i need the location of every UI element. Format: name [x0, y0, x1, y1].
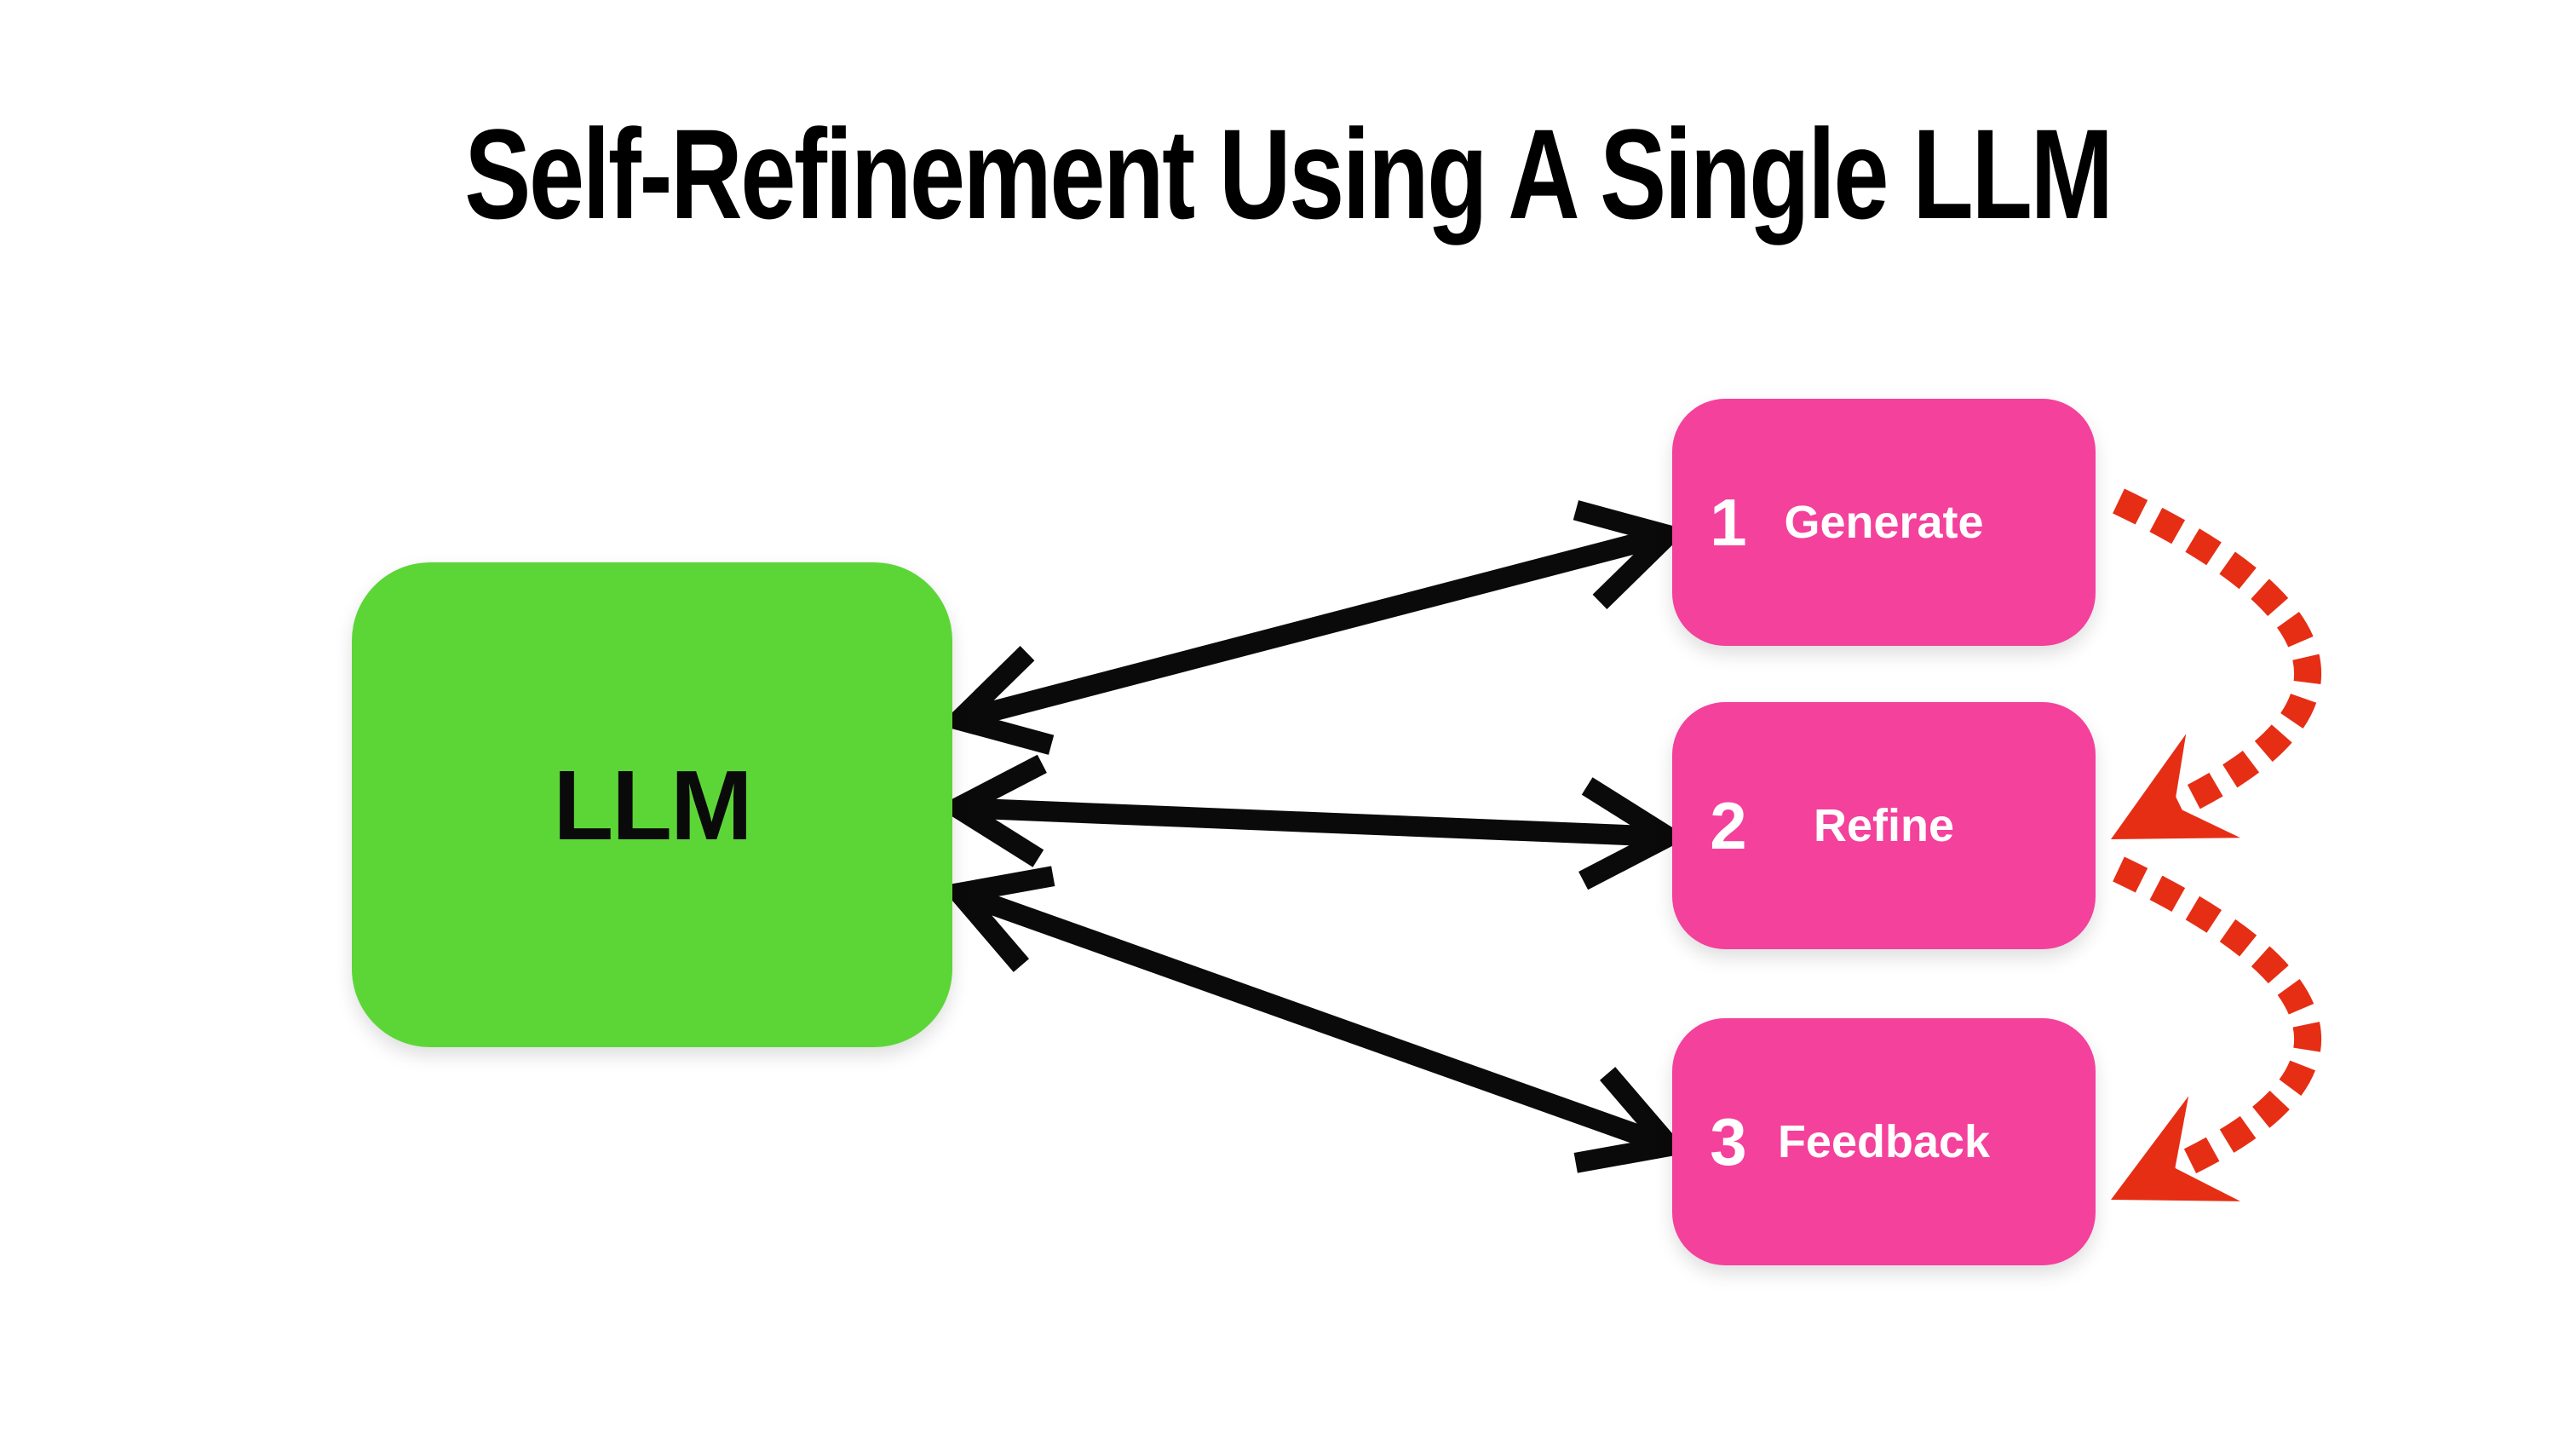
diagram-title: Self-Refinement Using A Single LLM — [464, 102, 2113, 245]
arrowhead-right — [1578, 777, 1689, 890]
llm-node: LLM — [352, 562, 952, 1047]
arrowhead-right — [1573, 1067, 1689, 1173]
black-double-arrow-llm-generate — [939, 500, 1688, 755]
step-number-1: 1 — [1710, 484, 1747, 560]
red-arrowhead — [2111, 1096, 2240, 1201]
arrowhead-left — [939, 646, 1055, 755]
dotted-curve — [2113, 856, 2321, 1184]
arrowhead-right — [1573, 500, 1688, 609]
arrow-shaft — [955, 883, 1674, 1156]
arrow-shaft — [956, 525, 1671, 730]
arrow-shaft — [957, 798, 1669, 847]
step-number-2: 2 — [1710, 787, 1747, 863]
step-label-generate: Generate — [1784, 497, 1984, 548]
step-node-refine: 2 Refine — [1672, 702, 2096, 949]
arrowhead-left — [936, 754, 1047, 867]
dotted-curve — [2113, 488, 2321, 822]
red-arrowhead — [2111, 734, 2240, 839]
red-dotted-arrow-generate-refine — [2111, 488, 2321, 839]
step-label-feedback: Feedback — [1777, 1116, 1991, 1167]
step-number-3: 3 — [1710, 1103, 1747, 1179]
step-node-feedback: 3 Feedback — [1672, 1018, 2096, 1265]
llm-node-label: LLM — [553, 749, 752, 861]
step-node-generate: 1 Generate — [1672, 399, 2096, 646]
step-label-refine: Refine — [1813, 800, 1955, 851]
black-double-arrow-llm-refine — [936, 754, 1689, 890]
black-double-arrow-llm-feedback — [940, 866, 1689, 1173]
arrowhead-left — [940, 866, 1055, 972]
red-dotted-arrow-refine-feedback — [2111, 856, 2321, 1201]
